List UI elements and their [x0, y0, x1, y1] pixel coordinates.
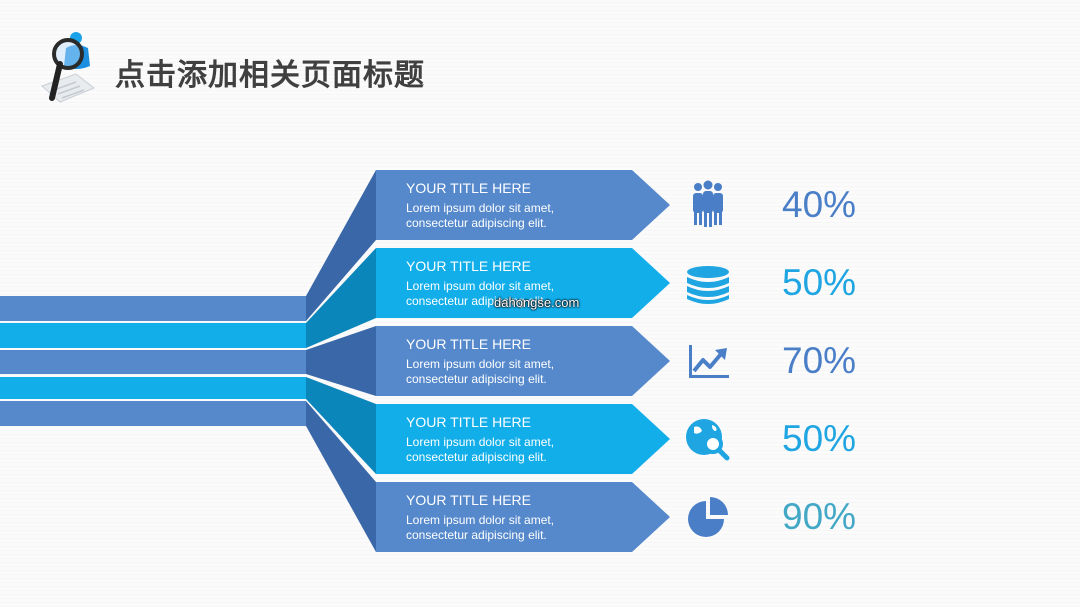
row-description-line: Lorem ipsum dolor sit amet, [406, 513, 555, 527]
row-title: YOUR TITLE HERE [406, 414, 531, 430]
magnifier-on-user-icon [41, 32, 95, 103]
row-description-line: Lorem ipsum dolor sit amet, [406, 357, 555, 371]
row-title: YOUR TITLE HERE [406, 492, 531, 508]
row-title: YOUR TITLE HERE [406, 336, 531, 352]
row-description: Lorem ipsum dolor sit amet, consectetur … [406, 435, 554, 465]
ribbon-strip [0, 296, 306, 321]
row-percent: 90% [782, 496, 857, 537]
row-title: YOUR TITLE HERE [406, 258, 531, 274]
row-percent: 50% [782, 418, 857, 459]
row-banner [376, 482, 670, 552]
people-group-icon [693, 180, 723, 227]
row-description-line: Lorem ipsum dolor sit amet, [406, 201, 555, 215]
globe-search-icon [686, 419, 730, 461]
ribbon-connector [306, 326, 376, 396]
row-description: Lorem ipsum dolor sit amet, consectetur … [406, 279, 554, 309]
ribbon-connector [306, 248, 376, 348]
ribbon-strip [0, 401, 306, 426]
row-description: Lorem ipsum dolor sit amet, consectetur … [406, 513, 554, 543]
list-item: YOUR TITLE HERE Lorem ipsum dolor sit am… [0, 170, 1080, 240]
row-description-line: consectetur adipiscing elit. [406, 372, 547, 386]
row-banner [376, 404, 670, 474]
ribbon-strip [0, 350, 306, 374]
list-item: YOUR TITLE HERE Lorem ipsum dolor sit am… [0, 326, 1080, 396]
row-percent: 50% [782, 262, 857, 303]
row-description-line: consectetur adipiscing elit. [406, 450, 547, 464]
coin-stack-icon [687, 266, 729, 304]
ribbon-strip [0, 323, 306, 348]
row-description-line: consectetur adipiscing elit. [406, 528, 547, 542]
list-item: YOUR TITLE HERE Lorem ipsum dolor sit am… [0, 248, 1080, 318]
row-banner [376, 248, 670, 318]
row-percent: 70% [782, 340, 857, 381]
row-description-line: Lorem ipsum dolor sit amet, [406, 435, 555, 449]
ribbon-strip [0, 377, 306, 399]
row-description: Lorem ipsum dolor sit amet, consectetur … [406, 357, 554, 387]
row-description: Lorem ipsum dolor sit amet, consectetur … [406, 201, 554, 231]
row-percent: 40% [782, 184, 857, 225]
ribbon-connector [306, 170, 376, 321]
row-banner [376, 326, 670, 396]
row-description-line: Lorem ipsum dolor sit amet, [406, 279, 555, 293]
page-title: 点击添加相关页面标题 [115, 59, 425, 92]
row-banner [376, 170, 670, 240]
trend-chart-icon [689, 345, 729, 378]
watermark: dahongse.com [494, 295, 580, 310]
list-item: YOUR TITLE HERE Lorem ipsum dolor sit am… [0, 404, 1080, 474]
list-item: YOUR TITLE HERE Lorem ipsum dolor sit am… [0, 482, 1080, 552]
row-description-line: consectetur adipiscing elit. [406, 216, 547, 230]
ribbon-connector [306, 401, 376, 552]
pie-chart-icon [688, 497, 728, 537]
row-description-line: consectetur adipiscing elit. [406, 294, 547, 308]
row-title: YOUR TITLE HERE [406, 180, 531, 196]
ribbon-connector [306, 377, 376, 474]
